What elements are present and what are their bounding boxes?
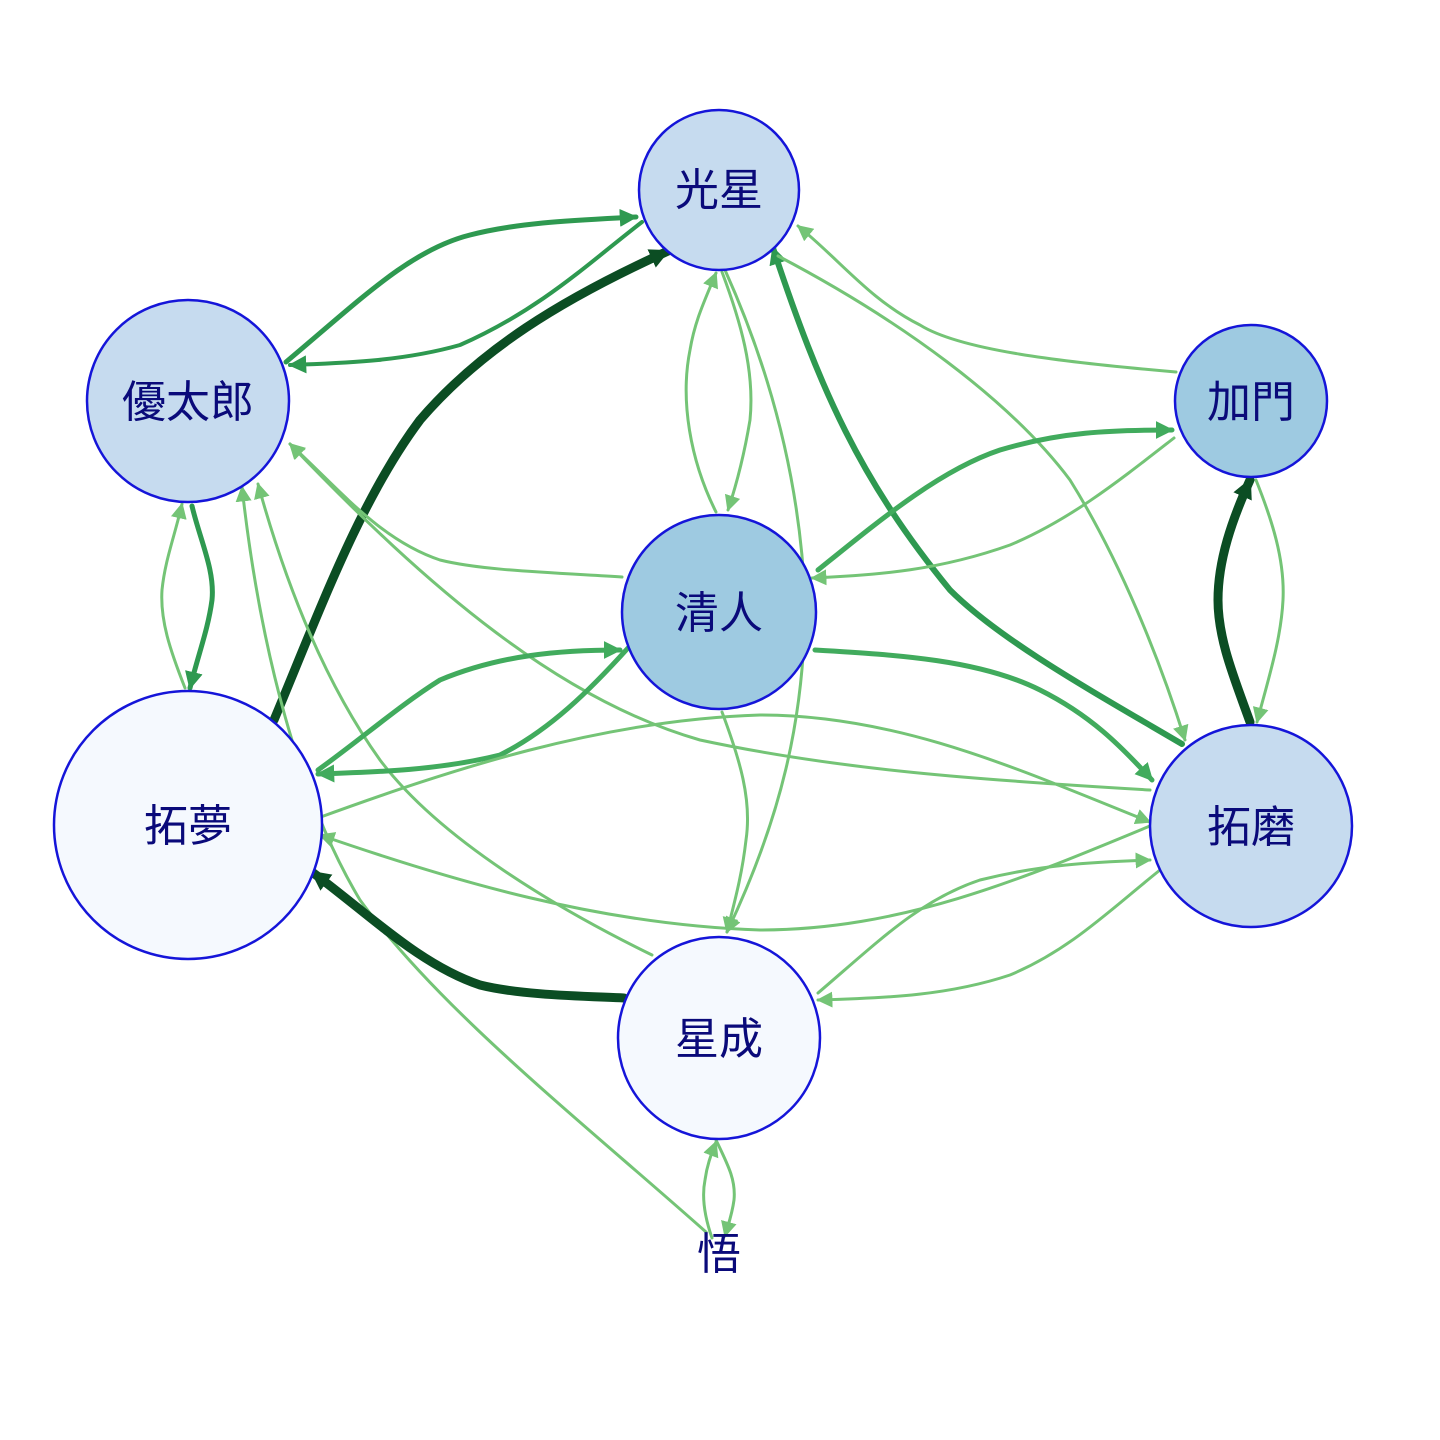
edge-kiyoto-to-kousei bbox=[684, 271, 718, 514]
node-takumu[interactable]: 拓夢 bbox=[52, 689, 324, 961]
edge-kousei-to-kiyoto bbox=[720, 270, 753, 512]
edge-satoru-to-yutaro bbox=[235, 485, 708, 1234]
node-label-kousei: 光星 bbox=[675, 165, 763, 216]
node-seinari[interactable]: 星成 bbox=[616, 935, 822, 1141]
edge-satoru-to-seinari bbox=[702, 1140, 719, 1240]
edge-seinari-to-takuma bbox=[816, 852, 1152, 995]
edge-kado-to-kousei bbox=[796, 224, 1178, 374]
edge-takuma-to-kado bbox=[1213, 475, 1255, 727]
node-label-takumu: 拓夢 bbox=[144, 801, 232, 852]
node-kado[interactable]: 加門 bbox=[1173, 323, 1329, 479]
edge-yutaro-to-kousei bbox=[283, 208, 639, 365]
node-satoru[interactable]: 悟 bbox=[697, 1229, 741, 1280]
edge-takumu-to-yutaro bbox=[160, 502, 187, 690]
node-label-takuma: 拓磨 bbox=[1207, 802, 1295, 853]
edge-kousei-to-yutaro bbox=[288, 220, 644, 374]
edge-takuma-to-kousei bbox=[769, 245, 1185, 747]
node-label-kado: 加門 bbox=[1207, 377, 1295, 428]
edge-takumu-to-kousei bbox=[269, 246, 673, 725]
edge-kiyoto-to-takumu bbox=[315, 645, 631, 783]
nodes: 光星 優太郎 加門 清人 拓夢 拓磨 星成 悟 bbox=[52, 108, 1354, 1280]
node-kousei[interactable]: 光星 bbox=[637, 108, 801, 272]
edge-yutaro-to-takumu bbox=[185, 503, 215, 691]
node-label-satoru: 悟 bbox=[697, 1229, 741, 1280]
edge-takuma-to-seinari bbox=[816, 868, 1162, 1008]
node-kiyoto[interactable]: 清人 bbox=[620, 513, 818, 711]
edge-kado-to-takuma bbox=[1252, 478, 1285, 724]
node-yutaro[interactable]: 優太郎 bbox=[85, 298, 291, 504]
edge-takuma-to-takumu bbox=[318, 824, 1152, 932]
edge-takumu-to-takuma bbox=[316, 713, 1152, 825]
edge-kiyoto-to-takuma bbox=[812, 647, 1155, 783]
edge-takuma-to-yutaro bbox=[288, 442, 1152, 792]
edge-kiyoto-to-kado bbox=[815, 421, 1175, 573]
edge-seinari-to-satoru bbox=[714, 1138, 737, 1238]
node-label-yutaro: 優太郎 bbox=[122, 377, 254, 428]
node-label-seinari: 星成 bbox=[675, 1014, 763, 1065]
edge-seinari-to-yutaro bbox=[254, 482, 654, 957]
edge-kousei-to-takuma bbox=[776, 254, 1189, 742]
edges bbox=[160, 208, 1285, 1240]
edge-takumu-to-kiyoto bbox=[315, 641, 623, 773]
node-label-kiyoto: 清人 bbox=[675, 588, 763, 639]
edge-seinari-to-takumu bbox=[307, 867, 629, 1003]
edge-kado-to-kiyoto bbox=[810, 436, 1176, 586]
edge-kiyoto-to-seinari bbox=[720, 710, 750, 934]
edge-kiyoto-to-yutaro bbox=[288, 442, 624, 579]
node-takuma[interactable]: 拓磨 bbox=[1148, 723, 1354, 929]
